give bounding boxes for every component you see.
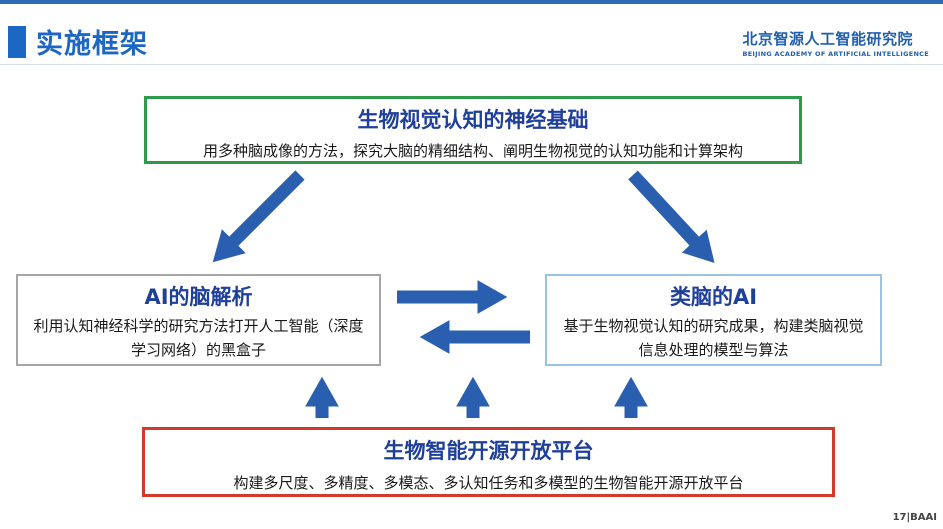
arrow-top-to-right	[628, 170, 715, 264]
title-marker	[8, 26, 26, 58]
institute-logo: 北京智源人工智能研究院 BEIJING ACADEMY OF ARTIFICIA…	[742, 28, 929, 58]
footer-brand: BAAI	[910, 512, 937, 523]
open-platform-title: 生物智能开源开放平台	[383, 439, 594, 463]
open-platform-box: 生物智能开源开放平台 构建多尺度、多精度、多模态、多认知任务和多模型的生物智能开…	[142, 427, 835, 497]
neural-basis-title: 生物视觉认知的神经基础	[357, 108, 589, 132]
brain-inspired-ai-box: 类脑的AI 基于生物视觉认知的研究成果，构建类脑视觉信息处理的模型与算法	[545, 274, 882, 366]
neural-basis-box: 生物视觉认知的神经基础 用多种脑成像的方法，探究大脑的精细结构、阐明生物视觉的认…	[144, 96, 802, 164]
ai-brain-analysis-title: AI的脑解析	[144, 285, 253, 309]
header-divider	[0, 64, 943, 65]
neural-basis-description: 用多种脑成像的方法，探究大脑的精细结构、阐明生物视觉的认知功能和计算架构	[202, 142, 743, 160]
page-number: 17|BAAI	[892, 512, 937, 523]
logo-chinese-name: 北京智源人工智能研究院	[742, 30, 913, 48]
brain-inspired-ai-description: 基于生物视觉认知的研究成果，构建类脑视觉信息处理的模型与算法	[563, 317, 864, 359]
ai-brain-analysis-box: AI的脑解析 利用认知神经科学的研究方法打开人工智能（深度学习网络）的黑盒子	[16, 274, 381, 366]
arrow-top-to-left	[212, 170, 305, 263]
top-accent-rule	[0, 0, 943, 4]
slide-title: 实施框架	[36, 29, 148, 60]
page-number-value: 17	[892, 512, 907, 523]
ai-brain-analysis-description: 利用认知神经科学的研究方法打开人工智能（深度学习网络）的黑盒子	[33, 317, 364, 359]
logo-english-name: BEIJING ACADEMY OF ARTIFICIAL INTELLIGEN…	[742, 50, 929, 58]
open-platform-description: 构建多尺度、多精度、多模态、多认知任务和多模型的生物智能开源开放平台	[233, 474, 744, 492]
brain-inspired-ai-title: 类脑的AI	[669, 285, 758, 309]
